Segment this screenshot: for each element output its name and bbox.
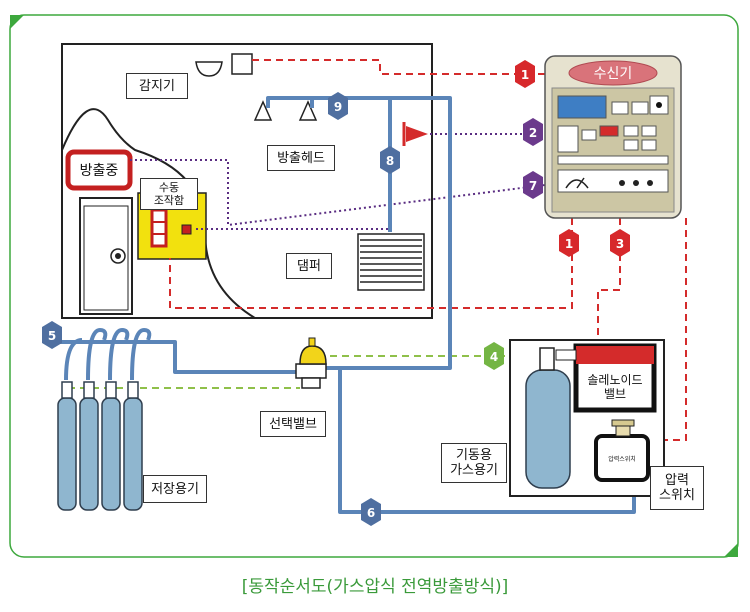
- svg-text:3: 3: [616, 237, 624, 251]
- corner-mark-top-left: [10, 15, 24, 29]
- solenoid-label-line2: 밸브: [603, 387, 627, 401]
- selector-valve-shape: [295, 337, 327, 389]
- pilot-cylinder-valve: [539, 347, 555, 371]
- step-badge-4: 4: [484, 342, 504, 370]
- manual-box-label: 수동 조작함: [140, 178, 198, 210]
- curved-wall: [61, 108, 256, 319]
- receiver-title: 수신기: [594, 66, 633, 82]
- pilot-cylinder-label-line1: 기동용: [456, 448, 492, 463]
- pressure-switch-label: 압력 스위치: [650, 466, 704, 510]
- discharging-sign-frame: [65, 149, 133, 191]
- solenoid-valve-connector: [555, 349, 577, 361]
- pressure-switch-tag: 압력스위치: [608, 455, 636, 463]
- detector-label: 감지기: [126, 73, 188, 99]
- solenoid-label-line1: 솔레노이드: [587, 373, 643, 387]
- solenoid-valve-label: 솔레노이드 밸브: [581, 368, 649, 406]
- svg-text:4: 4: [490, 350, 498, 364]
- discharge-head-1: [253, 100, 273, 121]
- pilot-cylinder-label: 기동용 가스용기: [441, 443, 507, 483]
- svg-text:9: 9: [334, 100, 342, 114]
- step-badge-1-top: 1: [515, 60, 535, 88]
- pilot-cylinder: [525, 369, 571, 489]
- step-badge-8: 8: [380, 146, 400, 174]
- selector-valve-label: 선택밸브: [260, 411, 326, 437]
- receiver-indicators: [557, 95, 669, 193]
- step-badge-1-top-text: 1: [521, 68, 529, 82]
- detector-box: [231, 53, 253, 75]
- pilot-cylinder-label-line2: 가스용기: [450, 463, 498, 478]
- svg-text:1: 1: [565, 237, 573, 251]
- damper-louvers: [360, 239, 422, 283]
- step-badge-5: 5: [42, 321, 62, 349]
- receiver-title-plate: [568, 60, 658, 86]
- manual-box-button: [181, 224, 192, 235]
- pressure-switch-label-line2: 스위치: [659, 488, 695, 503]
- discharging-sign-text: 방출중: [80, 163, 119, 179]
- svg-text:7: 7: [529, 179, 537, 193]
- step-badge-6: 6: [361, 498, 381, 526]
- manual-box-handle: [150, 208, 168, 248]
- pipes-blue: [60, 96, 636, 514]
- corner-mark-bottom-right: [724, 543, 738, 557]
- step-badge-2: 2: [523, 118, 543, 146]
- outer-frame: [9, 14, 739, 558]
- detector-dome: [195, 61, 223, 77]
- damper-label: 댐퍼: [286, 253, 332, 279]
- svg-text:6: 6: [367, 506, 375, 520]
- svg-text:5: 5: [48, 329, 56, 343]
- diagram-caption: [동작순서도(가스압식 전역방출방식)]: [241, 577, 509, 597]
- pressure-switch-label-line1: 압력: [665, 473, 689, 488]
- step-badge-3: 3: [610, 229, 630, 257]
- manual-box-label-line1: 수동: [158, 181, 180, 194]
- storage-cylinders: [57, 381, 143, 511]
- solenoid-valve-band: [576, 346, 654, 364]
- svg-text:2: 2: [529, 126, 537, 140]
- step-badge-9: 9: [328, 92, 348, 120]
- step-badge-7: 7: [523, 171, 543, 199]
- sounder-triangle: [406, 126, 428, 142]
- discharge-head-2: [298, 100, 318, 121]
- discharge-heads-label: 방출헤드: [267, 145, 335, 171]
- step-badge-1-bottom: 1: [559, 229, 579, 257]
- door-knob-inner: [115, 253, 121, 259]
- manual-box-label-line2: 조작함: [153, 194, 185, 207]
- door-panel: [83, 205, 129, 311]
- svg-text:8: 8: [386, 154, 394, 168]
- storage-cylinders-label: 저장용기: [143, 475, 207, 503]
- damper: [357, 233, 425, 291]
